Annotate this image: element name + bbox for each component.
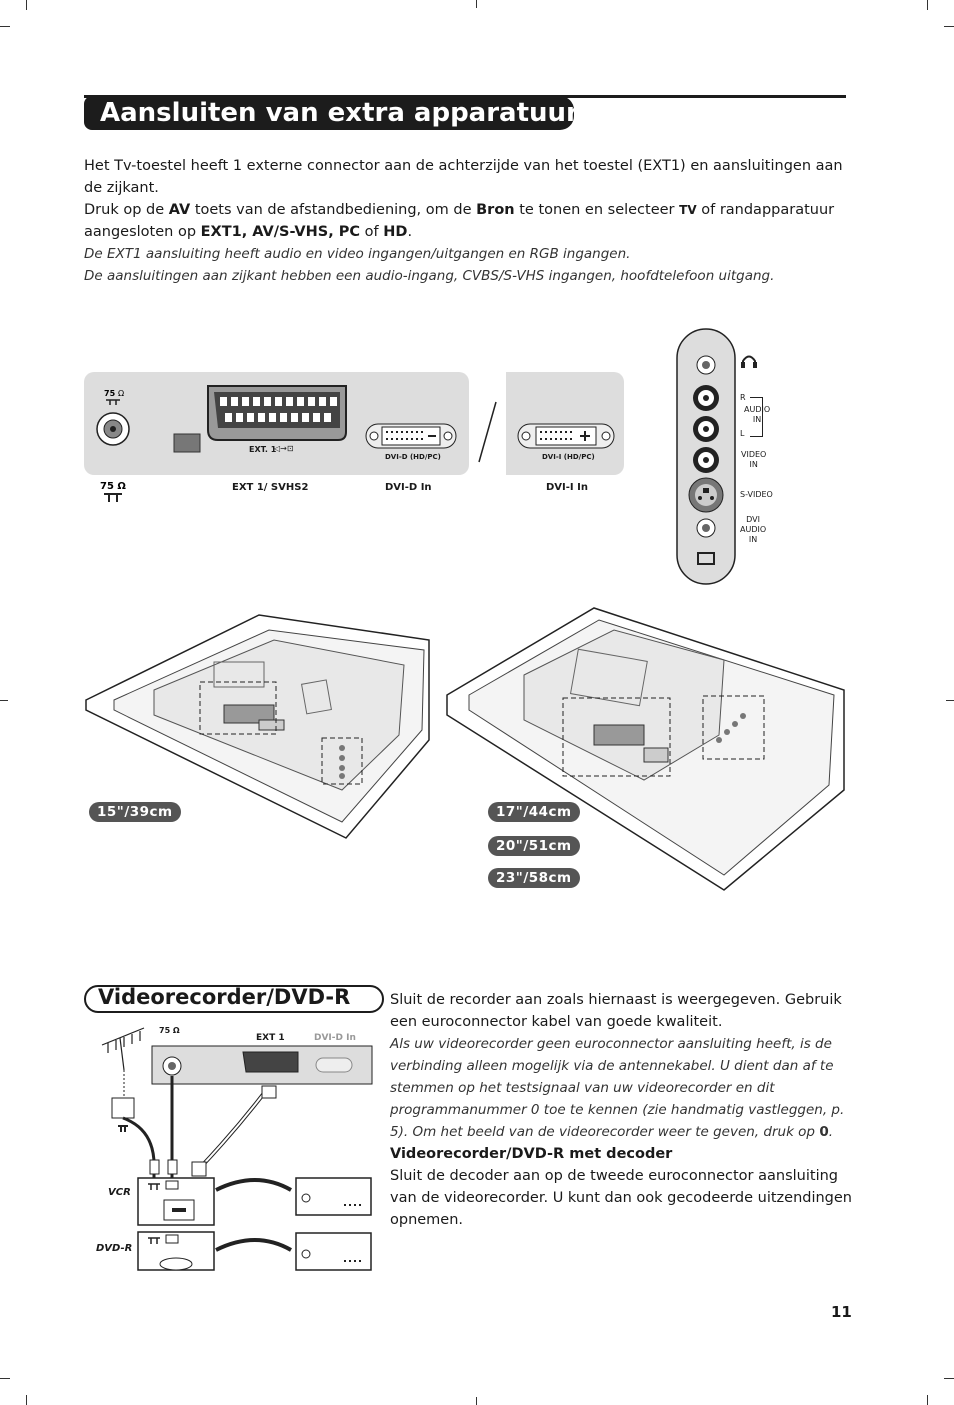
text: Als uw videorecorder geen euroconnector … (390, 1036, 845, 1140)
bracket (750, 397, 762, 398)
svg-text:75: 75 (104, 389, 116, 398)
rear-panel-graphic: 75 Ω (96, 385, 615, 463)
side-dvi-audio-label: DVI AUDIO IN (740, 515, 767, 544)
intro-note: De EXT1 aansluiting heeft audio en video… (84, 246, 631, 262)
vcr-text: Sluit de recorder aan zoals hiernaast is… (390, 989, 858, 1231)
dvii-small-label: DVI-I (HD/PC) (542, 453, 595, 461)
text: te tonen en selecteer (514, 202, 680, 218)
text: of (360, 224, 384, 240)
diagram-dvid-label: DVI-D In (314, 1033, 356, 1043)
svg-text:Ω: Ω (118, 389, 124, 398)
crop-mark (0, 700, 8, 701)
bracket (750, 436, 762, 437)
text: toets van de afstandbediening, om de (190, 202, 477, 218)
hd-key: HD (383, 224, 408, 240)
tv-15-rear-illustration (85, 614, 430, 839)
vcr-connection-diagram (101, 1027, 373, 1271)
dvid-in-label: DVI-D In (385, 482, 432, 493)
crop-mark (946, 700, 954, 701)
side-panel (676, 328, 736, 585)
vcr-note: Als uw videorecorder geen euroconnector … (390, 1033, 858, 1143)
intro-line: de zijkant. (84, 180, 159, 196)
text: . (828, 1124, 834, 1140)
svg-text:75 Ω: 75 Ω (100, 481, 126, 492)
scart-symbol-icon: ◁→⊡ (274, 444, 294, 453)
zero-key: 0 (819, 1124, 829, 1140)
crop-mark (0, 26, 10, 27)
ext1-svhs2-label: EXT 1/ SVHS2 (232, 482, 309, 493)
ext1-small-label: EXT. 1 (249, 445, 277, 454)
crop-mark (944, 26, 954, 27)
page-title: Aansluiten van extra apparatuur (100, 98, 579, 128)
crop-mark (944, 1378, 954, 1379)
vcr-paragraph: Sluit de recorder aan zoals hiernaast is… (390, 992, 842, 1030)
crop-mark (927, 0, 928, 10)
av-key: AV (168, 202, 191, 218)
section-title-box (84, 985, 384, 1013)
section-title: Videorecorder/DVD-R (98, 985, 351, 1009)
bron-key: Bron (476, 202, 515, 218)
antenna-75-ohm-icon: 75 Ω (100, 481, 126, 502)
intro-paragraph: Het Tv-toestel heeft 1 externe connector… (84, 155, 854, 287)
page-number: 11 (831, 1303, 852, 1321)
side-r-label: R (740, 393, 746, 402)
side-l-label: L (740, 429, 745, 438)
crop-mark (26, 1395, 27, 1405)
crop-mark (0, 1378, 10, 1379)
decoder-heading: Videorecorder/DVD-R met decoder (390, 1146, 673, 1162)
vcr-label: VCR (108, 1187, 131, 1198)
intro-line: aangesloten op EXT1, AV/S-VHS, PC of HD. (84, 221, 854, 243)
intro-line: Druk op de AV toets van de afstandbedien… (84, 199, 854, 221)
text: Druk op de (84, 202, 169, 218)
crop-mark (26, 0, 27, 10)
text: of randapparatuur (696, 202, 835, 218)
text: aangesloten op (84, 224, 201, 240)
title-bar (84, 96, 574, 130)
intro-line: Het Tv-toestel heeft 1 externe connector… (84, 158, 843, 174)
tv-key: TV (679, 203, 697, 217)
ext-keys: EXT1, AV/S-VHS, PC (200, 224, 361, 240)
side-video-in-label: VIDEO IN (741, 450, 767, 469)
diagram-ohm-label: 75 Ω (159, 1026, 180, 1035)
dvid-small-label: DVI-D (HD/PC) (385, 453, 441, 461)
size-badge-17: 17"/44cm (488, 802, 580, 822)
crop-mark (476, 1397, 477, 1405)
headphones-icon (741, 355, 757, 368)
intro-note: De aansluitingen aan zijkant hebben een … (84, 268, 775, 284)
side-svideo-label: S-VIDEO (740, 490, 773, 499)
crop-mark (476, 0, 477, 8)
tv-17-23-rear-illustration (446, 607, 845, 891)
text: . (407, 224, 413, 240)
dvii-in-label: DVI-I In (546, 482, 588, 493)
size-badge-15: 15"/39cm (89, 802, 181, 822)
size-badge-20: 20"/51cm (488, 836, 580, 856)
diagram-ext1-label: EXT 1 (256, 1033, 285, 1043)
crop-mark (927, 1395, 928, 1405)
decoder-paragraph: Sluit de decoder aan op de tweede euroco… (390, 1168, 852, 1228)
size-badge-23: 23"/58cm (488, 868, 580, 888)
dvdr-label: DVD-R (96, 1243, 133, 1254)
side-audio-in-label: AUDIO IN (744, 405, 771, 424)
bracket (762, 397, 763, 437)
